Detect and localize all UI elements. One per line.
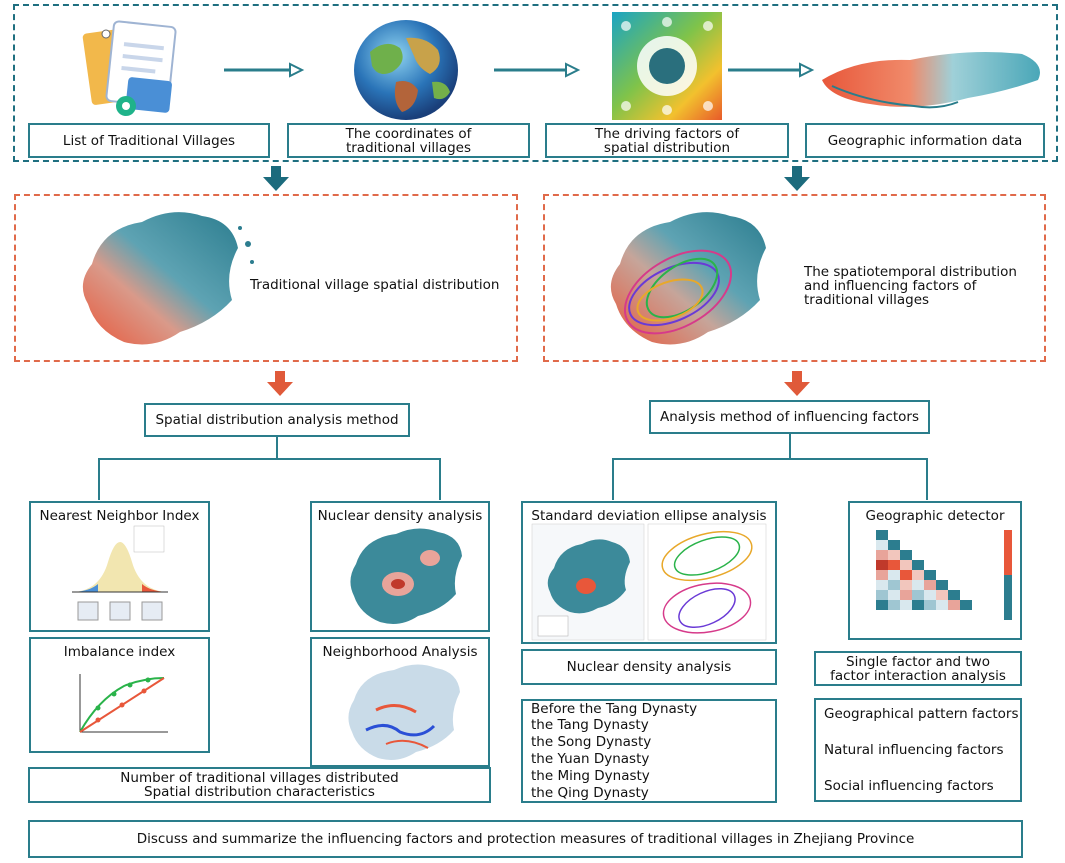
driving-factors-label-line2: spatial distribution: [603, 139, 731, 156]
globe-icon: [354, 20, 458, 120]
connector-line: [612, 458, 928, 460]
connector-line: [439, 458, 441, 500]
influencing-method-box: Analysis method of influencing factors: [649, 400, 930, 434]
list-of-villages-box: List of Traditional Villages: [28, 123, 270, 158]
top-data-frame: [13, 4, 1058, 162]
right-kde-title: Nuclear density analysis: [566, 659, 732, 675]
list-of-villages-label: List of Traditional Villages: [62, 132, 236, 149]
conclusion-text: Discuss and summarize the influencing fa…: [136, 831, 915, 847]
interaction-line2: factor interaction analysis: [830, 667, 1006, 684]
arrow-right-icon: [728, 62, 815, 78]
spatiotemporal-text: The spatiotemporal distribution and infl…: [804, 265, 1017, 307]
coordinates-label-line1: The coordinates of: [345, 125, 472, 142]
coordinates-box: The coordinates of traditional villages: [287, 123, 530, 158]
arrow-down-icon: [263, 166, 289, 191]
dynasty-item: the Qing Dynasty: [531, 784, 649, 801]
left-summary-line2: Spatial distribution characteristics: [144, 784, 375, 800]
dynasty-item: the Ming Dynasty: [531, 767, 650, 784]
imbalance-box: Imbalance index: [29, 637, 210, 753]
driving-factors-box: The driving factors of spatial distribut…: [545, 123, 789, 158]
left-summary-box: Number of traditional villages distribut…: [28, 767, 491, 803]
left-summary-line1: Number of traditional villages distribut…: [120, 770, 399, 786]
influencing-method-label: Analysis method of influencing factors: [659, 409, 920, 425]
spatial-distribution-frame: [14, 194, 518, 362]
kde-map-icon: [350, 528, 462, 624]
factors-box: Geographical pattern factors Natural inf…: [814, 698, 1022, 802]
dynasty-item: Before the Tang Dynasty: [531, 700, 698, 717]
coordinates-label-line2: traditional villages: [345, 139, 472, 156]
document-icon: [82, 20, 177, 116]
driving-factors-label-line1: The driving factors of: [594, 125, 740, 142]
connector-line: [98, 458, 100, 500]
geo-detector-title: Geographic detector: [865, 508, 1005, 524]
connector-line: [612, 458, 614, 500]
neighborhood-title: Neighborhood Analysis: [322, 644, 478, 660]
dynasty-list-box: Before the Tang Dynasty the Tang Dynasty…: [521, 699, 777, 803]
arrow-down-icon: [267, 371, 293, 396]
terrain-map-icon: [822, 52, 1040, 109]
right-kde-box: Nuclear density analysis: [521, 649, 777, 685]
infographic-icon: [612, 12, 722, 120]
spatial-method-box: Spatial distribution analysis method: [144, 403, 410, 437]
arrow-down-icon: [784, 371, 810, 396]
left-kde-title: Nuclear density analysis: [317, 508, 483, 524]
interaction-box: Single factor and two factor interaction…: [814, 651, 1022, 686]
interaction-line1: Single factor and two: [846, 653, 990, 670]
spatial-distribution-text: Traditional village spatial distribution: [250, 277, 500, 293]
connector-line: [789, 434, 791, 459]
spatiotemporal-text-line3: traditional villages: [804, 292, 930, 308]
dynasty-item: the Tang Dynasty: [531, 717, 649, 734]
arrow-right-icon: [224, 62, 305, 78]
imbalance-title: Imbalance index: [63, 644, 176, 660]
zhejiang-map-icon: [82, 212, 254, 345]
dynasty-item: the Yuan Dynasty: [531, 751, 650, 767]
spatiotemporal-text-line2: and influencing factors of: [804, 278, 977, 294]
connector-line: [98, 458, 440, 460]
neighborhood-map-icon: [348, 664, 460, 760]
dynasty-item: the Song Dynasty: [531, 734, 652, 751]
connector-line: [276, 437, 278, 459]
factor-item: Social influencing factors: [824, 778, 994, 794]
connector-line: [926, 458, 928, 500]
bell-curve-chart-icon: [72, 525, 168, 621]
sde-title: Standard deviation ellipse analysis: [531, 508, 767, 524]
heatmap-icon: [876, 530, 1012, 620]
geographic-data-box: Geographic information data: [805, 123, 1045, 158]
spatiotemporal-frame: [543, 194, 1046, 362]
spatial-method-label: Spatial distribution analysis method: [155, 412, 399, 428]
factor-item: Geographical pattern factors: [824, 706, 1019, 722]
ellipse-map-icon: [610, 212, 766, 345]
sde-map-icon: [531, 523, 767, 641]
conclusion-box: Discuss and summarize the influencing fa…: [28, 820, 1023, 858]
geographic-data-label: Geographic information data: [827, 132, 1023, 149]
arrow-right-icon: [494, 62, 581, 78]
spatiotemporal-text-line1: The spatiotemporal distribution: [804, 264, 1017, 280]
lorenz-curve-chart-icon: [79, 674, 168, 733]
nearest-neighbor-title: Nearest Neighbor Index: [39, 508, 200, 524]
arrow-down-icon: [784, 166, 810, 191]
factor-item: Natural influencing factors: [824, 742, 1004, 758]
